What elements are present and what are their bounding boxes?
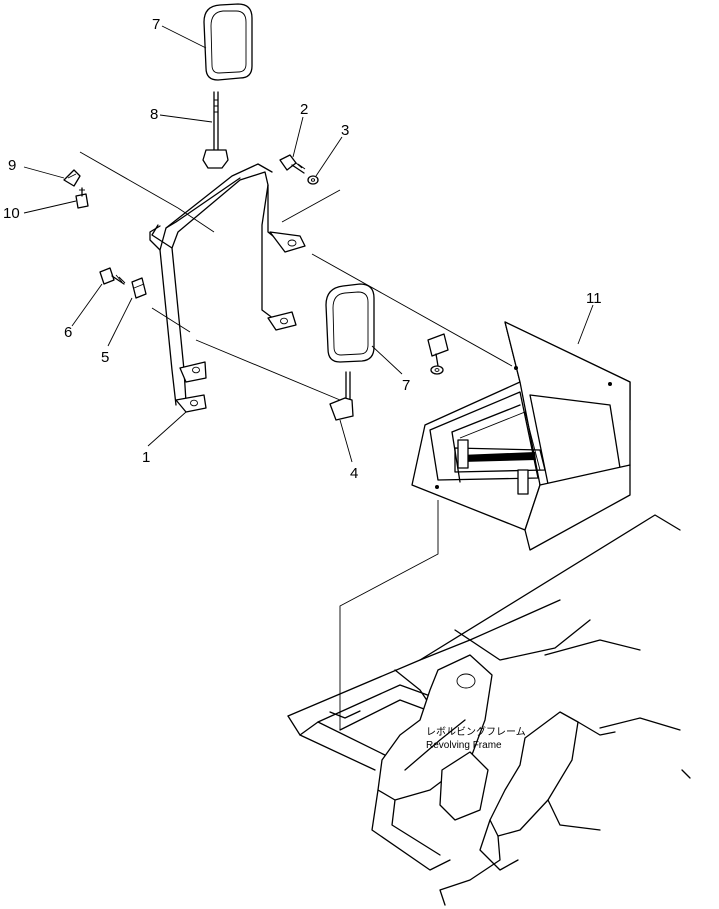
callout-5: 5 [101,349,109,366]
handrail [149,163,306,413]
callout-7-upper: 7 [152,16,160,33]
callout-10: 10 [3,205,20,222]
bracket-upper [202,91,229,169]
callout-1: 1 [142,449,150,466]
callout-8: 8 [150,106,158,123]
battery-box [411,321,631,551]
callouts: 1 2 3 4 5 6 7 8 9 10 11 7 [3,16,602,482]
callout-2: 2 [300,101,308,118]
bolt-6 [99,267,126,285]
clip-9 [63,169,81,187]
washer-3 [307,175,319,185]
frame-label-japanese: レボルビングフレーム [426,725,526,738]
box-mounting-bolt [427,333,449,375]
bolt-2 [279,154,306,174]
reflector-upper [203,3,253,81]
assembly-lines [79,151,513,730]
callout-6: 6 [64,324,72,341]
callout-3: 3 [341,122,349,139]
bracket-lower [329,371,354,421]
frame-label-english: Revolving Frame [426,740,502,751]
callout-9: 9 [8,157,16,174]
bolt-10 [75,187,89,209]
callout-11: 11 [586,290,602,307]
clip-5 [131,277,147,299]
callout-7-lower: 7 [402,377,410,394]
callout-4: 4 [350,465,358,482]
revolving-frame: レボルビングフレーム Revolving Frame [287,514,691,906]
reflector-lower [325,283,375,363]
leader-lines [23,25,594,463]
